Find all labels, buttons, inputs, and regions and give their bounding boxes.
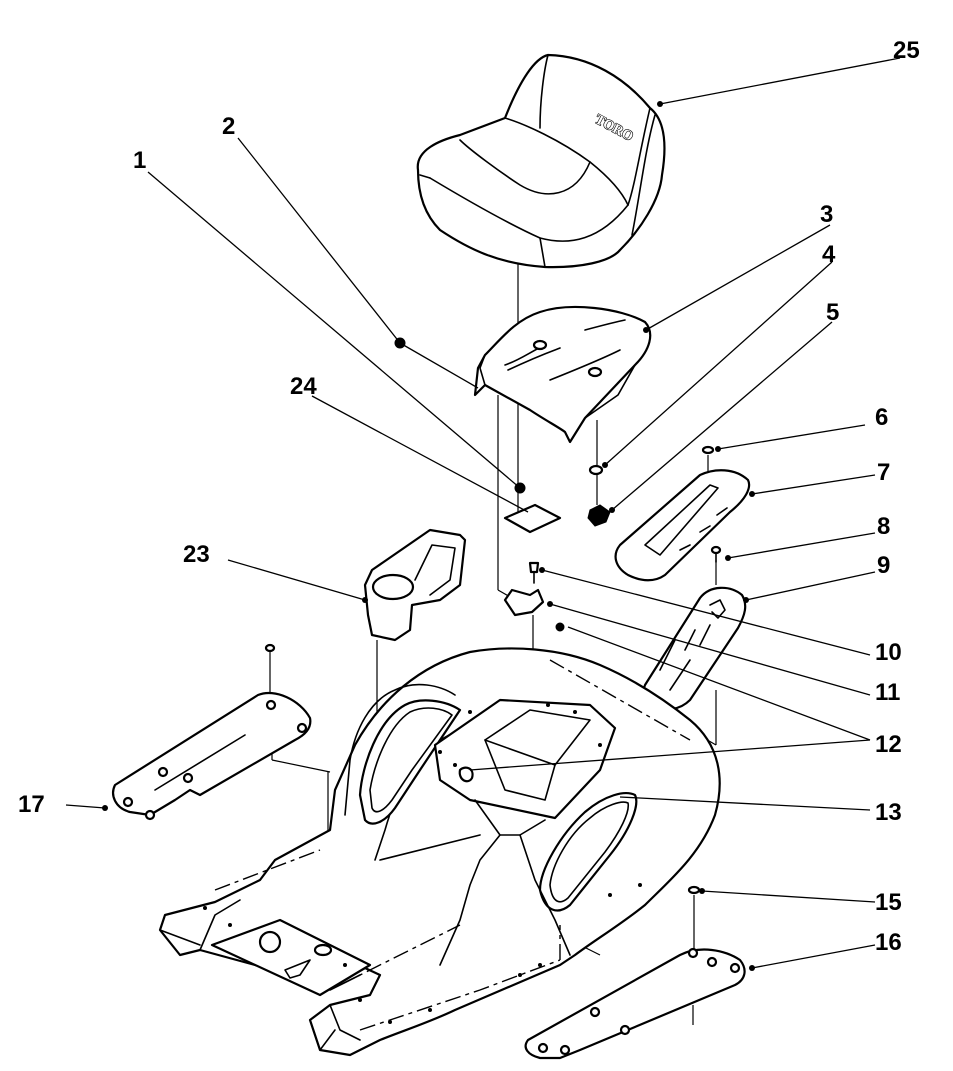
callout-8: 8 xyxy=(877,513,890,540)
part-15-washer xyxy=(687,885,701,895)
callout-16: 16 xyxy=(875,929,902,956)
main-body xyxy=(158,647,721,1057)
part-5-knob xyxy=(587,504,611,527)
callout-4: 4 xyxy=(822,241,836,268)
callouts: 25 2 1 3 4 5 24 6 7 8 9 23 10 11 12 17 1… xyxy=(18,37,920,956)
part-24-pad xyxy=(503,503,562,534)
leader-lines xyxy=(65,57,901,971)
shift-plate xyxy=(614,469,751,582)
callout-5: 5 xyxy=(826,299,839,326)
callout-23: 23 xyxy=(183,541,210,568)
callout-25: 25 xyxy=(893,37,920,64)
part-12-nut xyxy=(555,622,565,632)
part-6-washer xyxy=(701,445,715,455)
part-17-washer xyxy=(264,643,276,653)
callout-10: 10 xyxy=(875,639,902,666)
left-footrest-plate xyxy=(112,691,312,821)
callout-15: 15 xyxy=(875,889,902,916)
part-10-bolt xyxy=(528,561,540,574)
cup-holder xyxy=(363,528,467,642)
callout-24: 24 xyxy=(290,373,317,400)
part-8-screw xyxy=(710,545,722,555)
callout-9: 9 xyxy=(877,552,890,579)
right-footrest-plate xyxy=(524,947,746,1060)
callout-6: 6 xyxy=(875,404,888,431)
callout-13: 13 xyxy=(875,799,902,826)
callout-17: 17 xyxy=(18,791,45,818)
callout-3: 3 xyxy=(820,201,833,228)
seat: TORO xyxy=(416,53,666,269)
decal xyxy=(642,586,747,711)
callout-12: 12 xyxy=(875,731,902,758)
callout-2: 2 xyxy=(222,113,235,140)
seat-mounting-plate xyxy=(473,305,652,444)
callout-11: 11 xyxy=(875,679,900,706)
callout-7: 7 xyxy=(877,459,890,486)
part-11-bracket xyxy=(503,588,545,617)
callout-1: 1 xyxy=(133,147,146,174)
part-4-washer xyxy=(588,464,604,476)
